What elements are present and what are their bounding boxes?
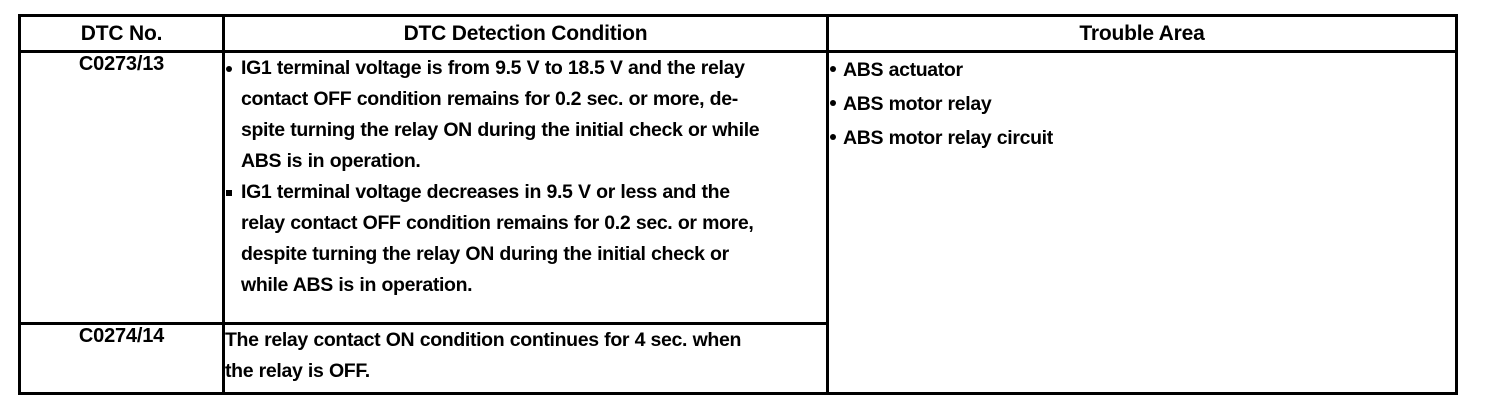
condition-bullet-item: IG1 terminal voltage is from 9.5 V to 18… <box>225 53 826 177</box>
trouble-area-list: ABS actuator ABS motor relay ABS motor r… <box>829 53 1455 155</box>
condition-line: ABS is in operation. <box>241 150 421 172</box>
dtc-number-c0274: C0274/14 <box>18 321 225 396</box>
table-row: C0274/14 The relay contact ON condition … <box>18 321 1457 396</box>
table-header-row: DTC No. DTC Detection Condition Trouble … <box>18 14 1458 53</box>
trouble-area-item: ABS motor relay <box>829 87 1455 121</box>
condition-line: contact OFF condition remains for 0.2 se… <box>241 88 738 110</box>
column-header-dtc-no: DTC No. <box>18 14 225 53</box>
condition-line: the relay is OFF. <box>225 359 370 382</box>
condition-line: The relay contact ON condition continues… <box>225 328 742 351</box>
detection-condition-c0274: The relay contact ON condition continues… <box>222 321 829 396</box>
trouble-area-item: ABS motor relay circuit <box>829 121 1455 155</box>
column-header-trouble-area: Trouble Area <box>826 14 1458 53</box>
condition-line: IG1 terminal voltage is from 9.5 V to 18… <box>241 57 745 79</box>
condition-line: despite turning the relay ON during the … <box>241 243 729 265</box>
dtc-diagnostic-table: DTC No. DTC Detection Condition Trouble … <box>18 14 1458 396</box>
dtc-number-c0273: C0273/13 <box>18 50 225 325</box>
condition-line: spite turning the relay ON during the in… <box>241 119 760 141</box>
detection-condition-c0273: IG1 terminal voltage is from 9.5 V to 18… <box>222 50 829 325</box>
condition-text: The relay contact ON condition continues… <box>225 325 826 387</box>
column-header-detection-condition: DTC Detection Condition <box>222 14 829 53</box>
trouble-area-item: ABS actuator <box>829 53 1455 87</box>
condition-bullet-list: IG1 terminal voltage is from 9.5 V to 18… <box>225 53 826 301</box>
condition-line: IG1 terminal voltage decreases in 9.5 V … <box>241 181 730 203</box>
condition-line: relay contact OFF condition remains for … <box>241 212 754 234</box>
trouble-area-cell: ABS actuator ABS motor relay ABS motor r… <box>826 50 1458 395</box>
table-row: C0273/13 IG1 terminal voltage is from 9.… <box>18 50 1458 395</box>
condition-bullet-item: IG1 terminal voltage decreases in 9.5 V … <box>225 177 826 301</box>
condition-line: while ABS is in operation. <box>241 274 473 296</box>
